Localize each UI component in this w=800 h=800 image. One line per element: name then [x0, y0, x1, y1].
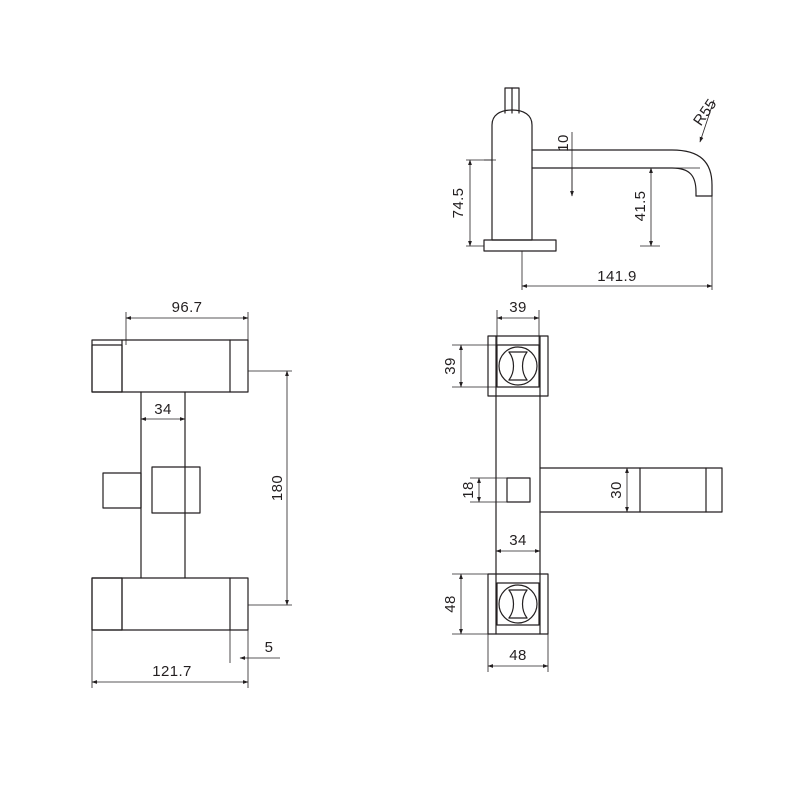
dimension-141-9: 141.9 [597, 268, 637, 285]
dimension-41-5: 41.5 [632, 191, 649, 222]
dimension-39-top: 39 [509, 299, 527, 316]
dimension-18: 18 [460, 481, 477, 499]
dimension-48-left: 48 [442, 595, 459, 613]
dimension-r55: R55 [690, 96, 720, 129]
dimension-10: 10 [555, 134, 572, 152]
dimension-180: 180 [269, 475, 286, 501]
dimension-74-5: 74.5 [450, 188, 467, 219]
plan-view: 39 39 18 30 34 48 [442, 299, 723, 672]
dimension-39-left: 39 [442, 357, 459, 375]
dimension-5: 5 [265, 639, 274, 656]
dimension-30: 30 [608, 481, 625, 499]
dimension-48-bottom: 48 [509, 647, 527, 664]
dimension-121-7: 121.7 [152, 663, 192, 680]
dimension-34-plan: 34 [509, 532, 527, 549]
front-elevation-view: 96.7 34 180 5 121.7 [91, 299, 292, 688]
side-elevation-view: 10 R55 74.5 41.5 141.9 [450, 87, 721, 290]
dimension-34-front: 34 [154, 401, 172, 418]
dimension-96-7: 96.7 [172, 299, 203, 316]
